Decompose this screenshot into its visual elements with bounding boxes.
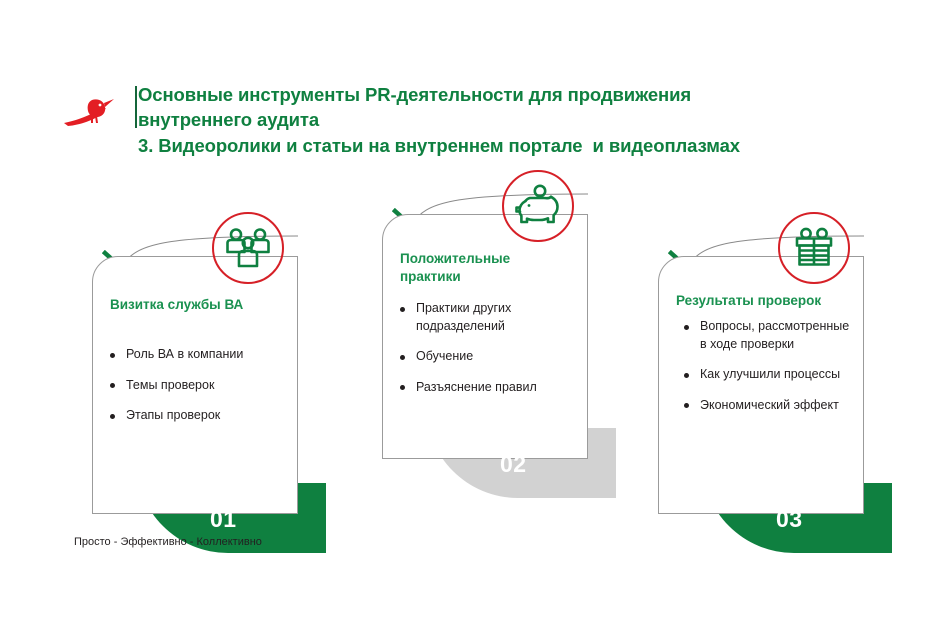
card-01: Визитка службы ВА Роль ВА в компании Тем…: [88, 212, 378, 553]
list-item: Вопросы, рассмотренные в ходе проверки: [680, 318, 852, 353]
list-item: Этапы проверок: [106, 407, 286, 425]
title-line-1: Основные инструменты PR-деятельности для…: [138, 84, 692, 105]
card-03-panel: [658, 256, 864, 514]
card-03: Результаты проверок Вопросы, рассмотренн…: [654, 212, 941, 553]
card-02: Положительные практики Практики других п…: [378, 170, 668, 498]
title-line-2: внутреннего аудита: [138, 109, 320, 130]
card-01-icon-badge: [212, 212, 284, 284]
card-03-bullets: Вопросы, рассмотренные в ходе проверки К…: [680, 318, 852, 427]
gift-box-icon: [795, 227, 833, 266]
card-02-number: 02: [500, 451, 527, 477]
red-bird-logo: [62, 90, 118, 132]
card-01-number: 01: [210, 506, 237, 532]
page-title: Основные инструменты PR-деятельности для…: [138, 82, 882, 159]
card-03-heading: Результаты проверок: [676, 293, 822, 308]
list-item: Как улучшили процессы: [680, 366, 852, 384]
card-01-heading: Визитка службы ВА: [110, 297, 244, 312]
card-03-number: 03: [776, 506, 803, 532]
card-03-icon-badge: [778, 212, 850, 284]
card-02-heading: Положительные практики: [400, 251, 511, 284]
title-line-3: 3. Видеоролики и статьи на внутреннем по…: [138, 135, 740, 156]
list-item: Роль ВА в компании: [106, 346, 286, 364]
slide-header: Основные инструменты PR-деятельности для…: [62, 82, 882, 172]
list-item: Темы проверок: [106, 377, 286, 395]
list-item: Практики других подразделений: [396, 300, 576, 335]
card-02-panel: [382, 214, 588, 459]
list-item: Экономический эффект: [680, 397, 852, 415]
header-divider: [135, 86, 137, 128]
card-02-icon-badge: [502, 170, 574, 242]
list-item: Разъяснение правил: [396, 379, 576, 397]
piggy-bank-icon: [515, 184, 559, 224]
card-02-bullets: Практики других подразделений Обучение Р…: [396, 300, 576, 409]
people-group-icon: [226, 228, 270, 268]
card-01-bullets: Роль ВА в компании Темы проверок Этапы п…: [106, 346, 286, 438]
list-item: Обучение: [396, 348, 576, 366]
card-01-panel: [92, 256, 298, 514]
footer-tagline: Просто - Эффективно - Коллективно: [74, 536, 262, 548]
